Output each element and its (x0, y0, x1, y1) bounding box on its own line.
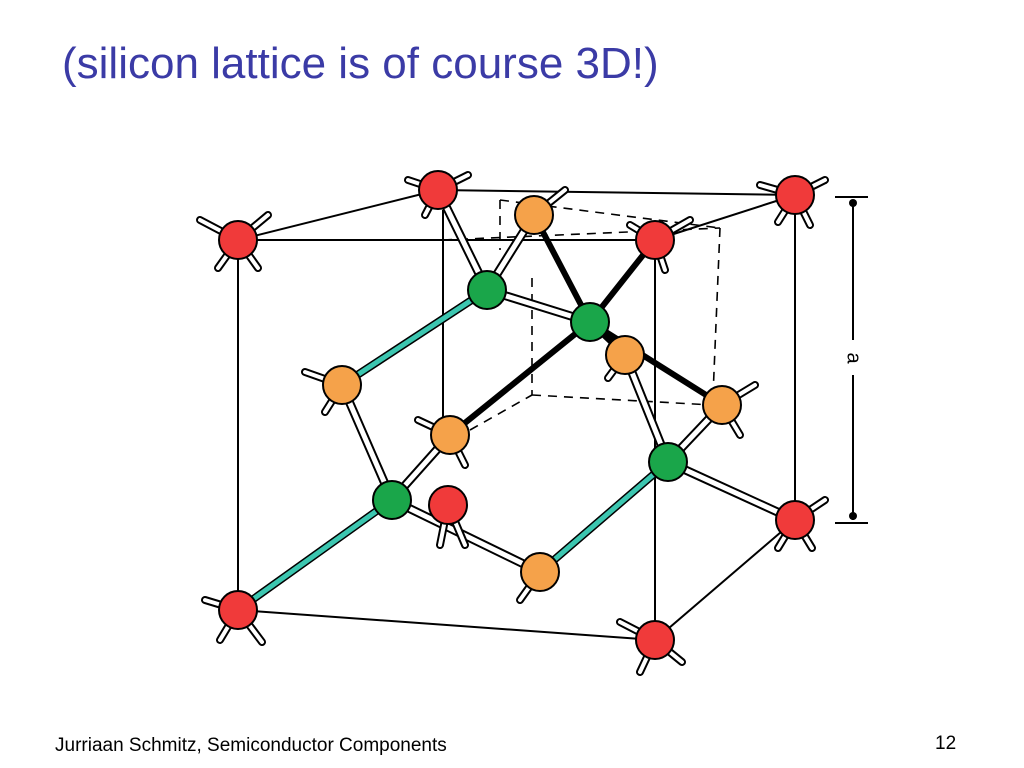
interior-atom (467, 270, 507, 310)
page-number: 12 (935, 733, 957, 754)
dimension-label: a (843, 352, 865, 364)
face-atom (605, 335, 645, 375)
corner-atom (775, 175, 815, 215)
corner-atom (418, 170, 458, 210)
corner-atom (775, 500, 815, 540)
interior-atom (570, 302, 610, 342)
face-atom (520, 552, 560, 592)
slide-footer: Jurriaan Schmitz, Semiconductor Componen… (55, 735, 447, 756)
corner-atom (218, 590, 258, 630)
corner-atom (218, 220, 258, 260)
face-atom (702, 385, 742, 425)
slide-title: (silicon lattice is of course 3D!) (62, 39, 659, 88)
face-atom (514, 195, 554, 235)
face-atom (322, 365, 362, 405)
interior-atom (648, 442, 688, 482)
face-atom (430, 415, 470, 455)
corner-atom (635, 220, 675, 260)
corner-atom (635, 620, 675, 660)
corner-atom (428, 485, 468, 525)
dimension-endpoint-top (849, 199, 857, 207)
dimension-endpoint-bottom (849, 512, 857, 520)
dimension-marker (835, 196, 868, 524)
interior-atom (372, 480, 412, 520)
atoms (218, 170, 815, 660)
